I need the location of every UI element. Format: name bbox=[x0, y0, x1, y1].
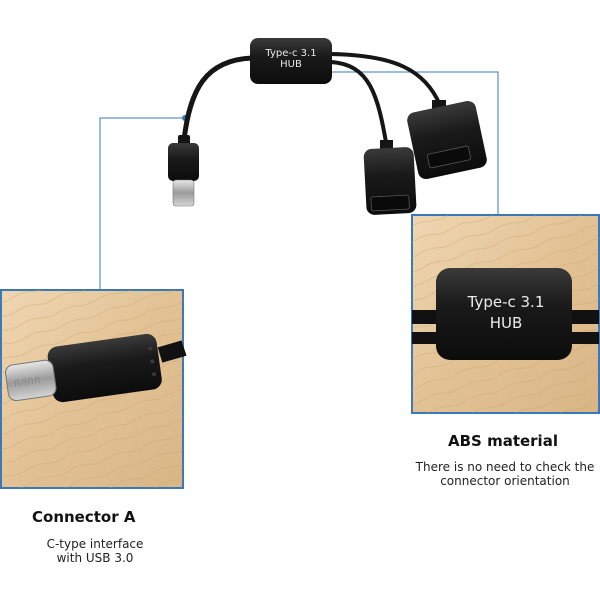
connector-pins: ЛЛЛЛ bbox=[13, 376, 41, 390]
connector-a-desc-line2: with USB 3.0 bbox=[56, 551, 134, 565]
connector-a-desc-line1: C-type interface bbox=[46, 537, 144, 551]
abs-desc-line2: connector orientation bbox=[440, 474, 570, 488]
zoom-hub-label-line2: HUB bbox=[490, 314, 523, 332]
type-c-plug bbox=[168, 135, 199, 207]
connector-a-heading: Connector A bbox=[32, 508, 136, 526]
zoom-panel-connector: ЛЛЛЛ bbox=[0, 289, 187, 489]
zoom-panel-hub: Type-c 3.1 HUB bbox=[411, 214, 600, 414]
abs-material-description: There is no need to check the connector … bbox=[400, 460, 600, 488]
connector-a-description: C-type interface with USB 3.0 bbox=[20, 537, 170, 565]
hub-label-line2: HUB bbox=[280, 59, 302, 70]
zoom-hub-label-line1: Type-c 3.1 bbox=[467, 293, 545, 311]
cable-assembly bbox=[181, 52, 442, 150]
usb-port-right bbox=[407, 100, 487, 180]
hub-body: Type-c 3.1 HUB bbox=[250, 38, 332, 84]
abs-desc-line1: There is no need to check the bbox=[415, 460, 595, 474]
hub-label-line1: Type-c 3.1 bbox=[264, 48, 316, 59]
usb-port-left bbox=[363, 140, 417, 215]
abs-material-heading: ABS material bbox=[448, 432, 558, 450]
